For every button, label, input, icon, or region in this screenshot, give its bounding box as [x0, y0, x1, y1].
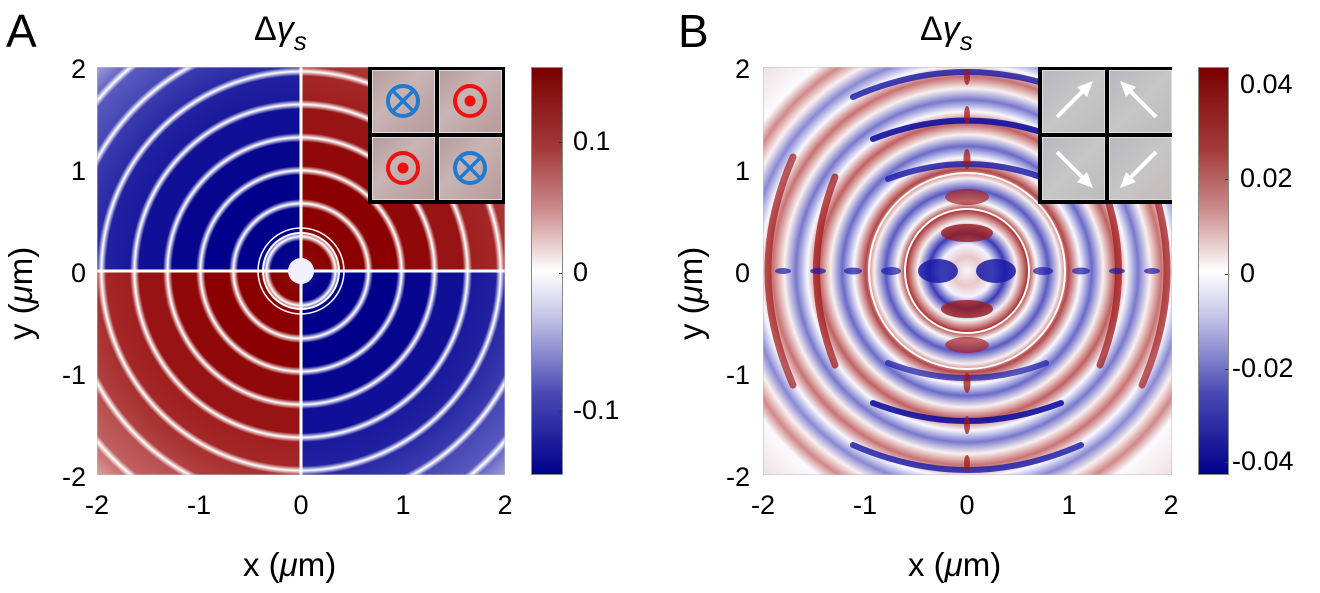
y-label-text: y (: [672, 303, 709, 340]
x-label-unit: m): [962, 546, 1002, 583]
inset-cell: [1042, 137, 1105, 200]
y-axis-label: y (μm): [2, 246, 39, 340]
colorbar-tick: 0.02: [1240, 163, 1293, 193]
plot-title: Δγs: [920, 10, 973, 54]
cross-icon: [453, 151, 487, 185]
y-tick: -1: [61, 360, 86, 390]
y-tick: 0: [734, 258, 750, 288]
arrow-ne-icon: [1055, 81, 1093, 119]
x-tick: -2: [84, 490, 109, 520]
colorbar-tick: -0.02: [1232, 353, 1294, 383]
x-tick: 1: [1061, 490, 1077, 520]
colorbar-tick: 0: [1240, 258, 1256, 288]
y-label-unit: m): [672, 246, 709, 286]
arrow-sw-icon: [1120, 150, 1158, 188]
x-tick: 2: [1163, 490, 1179, 520]
dot-icon: [453, 84, 487, 118]
x-label-mu: μ: [279, 546, 298, 583]
colorbar-tick: -0.04: [1232, 446, 1294, 476]
x-tick: -1: [852, 490, 877, 520]
y-axis-label: y (μm): [672, 246, 709, 340]
panel-letter: A: [6, 5, 37, 57]
heatmap-plot: [763, 67, 1172, 475]
y-tick: -2: [725, 462, 750, 492]
panel-a: A Δγs: [2, 5, 620, 581]
y-tick: 1: [70, 156, 86, 186]
x-label-text: x (: [243, 546, 280, 583]
x-tick: -1: [186, 490, 211, 520]
colorbar: [531, 67, 563, 475]
inset-grid: [1038, 67, 1172, 204]
cross-icon: [386, 84, 420, 118]
inset-cell: [372, 70, 435, 133]
inset-cell: [372, 137, 435, 200]
heatmap-plot: [97, 67, 505, 475]
title-symbol: γ: [276, 10, 294, 48]
title-subscript: s: [959, 26, 973, 56]
x-tick: 0: [293, 490, 309, 520]
colorbar-tick: -0.1: [573, 395, 620, 425]
y-label-unit: m): [2, 246, 39, 286]
x-label-text: x (: [908, 546, 945, 583]
y-tick: -1: [725, 360, 750, 390]
x-tick: -2: [750, 490, 775, 520]
arrow-se-icon: [1055, 150, 1093, 188]
title-symbol: γ: [942, 10, 960, 48]
y-label-text: y (: [2, 303, 39, 340]
y-tick: 0: [70, 258, 86, 288]
panel-b: B Δγs: [660, 0, 1320, 593]
inset-grid: [368, 67, 505, 204]
y-tick: 2: [734, 54, 750, 84]
colorbar-tick: 0: [573, 257, 589, 287]
colorbar: [1198, 67, 1229, 475]
panel-letter: B: [678, 5, 709, 57]
colorbar-tick: 0.1: [573, 126, 611, 156]
heatmap-b: [763, 67, 1172, 475]
x-tick: 1: [395, 490, 411, 520]
inset-cell: [439, 137, 502, 200]
arrow-nw-icon: [1120, 81, 1158, 119]
colorbar-tick: 0.04: [1240, 69, 1293, 99]
y-tick: -2: [61, 462, 86, 492]
inset-cell: [1109, 70, 1172, 133]
title-prefix: Δ: [254, 10, 277, 48]
y-label-mu: μ: [672, 285, 709, 304]
title-subscript: s: [293, 26, 307, 56]
x-tick: 2: [497, 490, 513, 520]
inset-cell: [1109, 137, 1172, 200]
y-tick: 2: [70, 54, 86, 84]
title-prefix: Δ: [920, 10, 943, 48]
x-tick: 0: [959, 490, 975, 520]
y-label-mu: μ: [2, 285, 39, 304]
x-label-mu: μ: [944, 546, 963, 583]
x-axis-label: x (μm): [243, 548, 336, 581]
dot-icon: [386, 151, 420, 185]
inset-cell: [1042, 70, 1105, 133]
plot-title: Δγs: [254, 10, 307, 54]
x-axis-label: x (μm): [908, 548, 1001, 581]
inset-cell: [439, 70, 502, 133]
y-tick: 1: [734, 156, 750, 186]
x-label-unit: m): [297, 546, 337, 583]
